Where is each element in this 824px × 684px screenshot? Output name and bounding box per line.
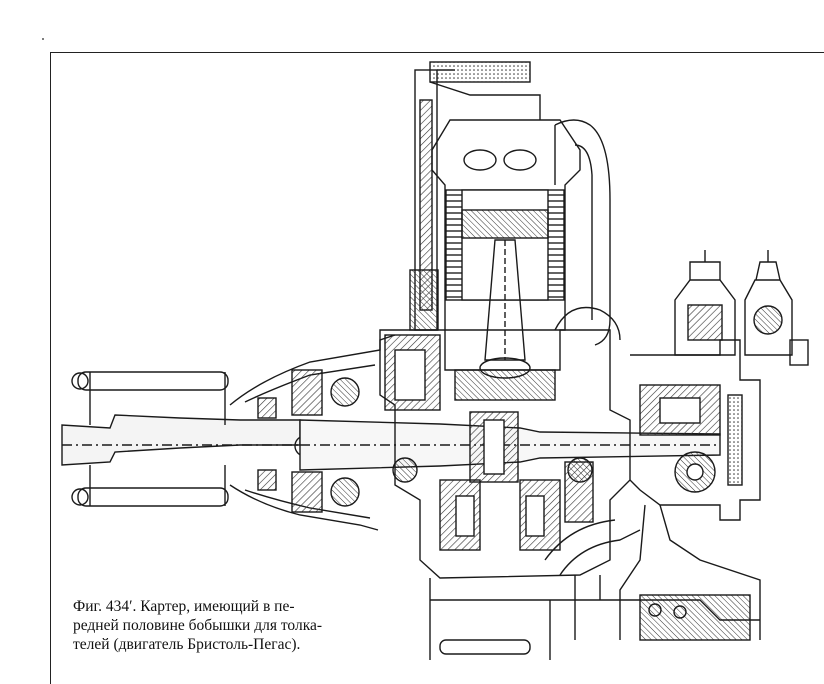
crankshaft [299, 411, 721, 483]
caption-line-2: редней половине бобышки для толка- [73, 617, 323, 634]
pushrod-tubes [409, 61, 541, 331]
caption-text-1: Картер, имеющий в пе- [140, 598, 295, 615]
propeller-shaft-assembly [61, 371, 316, 507]
induction-pipe [544, 119, 641, 576]
magneto-units [674, 250, 809, 366]
figure-frame [50, 52, 824, 684]
cylinder-assembly [431, 119, 581, 379]
nose-casing [229, 334, 396, 531]
caption-line-1: Фиг. 434′. Картер, имеющий в пе- [73, 597, 373, 616]
lower-fittings [429, 575, 760, 660]
caption-line-3: телей (двигатель Бристоль-Пегас). [73, 636, 301, 653]
engine-crankcase-drawing [61, 61, 809, 660]
rear-accessory-case [619, 339, 761, 641]
figure-caption: Фиг. 434′. Картер, имеющий в пе- редней … [73, 597, 373, 654]
crankcase [379, 329, 631, 601]
scan-speck [42, 38, 44, 40]
figure-label: Фиг. 434′. [73, 598, 137, 615]
